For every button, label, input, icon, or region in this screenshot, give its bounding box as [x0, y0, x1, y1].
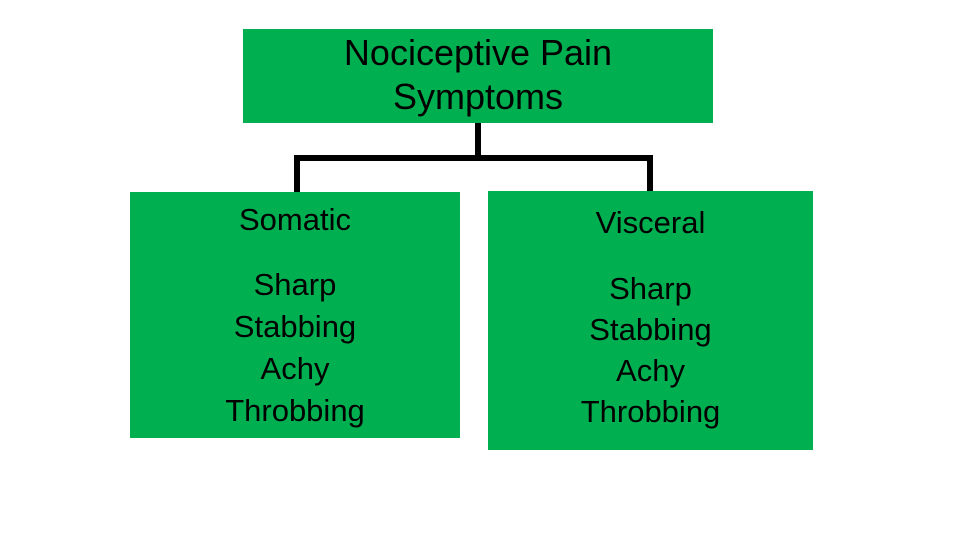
symptom-item: Achy	[616, 353, 685, 388]
child-node-visceral: Visceral Sharp Stabbing Achy Throbbing	[488, 191, 813, 450]
symptom-item: Stabbing	[589, 312, 712, 347]
symptom-item: Sharp	[253, 267, 337, 302]
connector-horizontal-bar	[294, 155, 653, 161]
visceral-title: Visceral	[595, 205, 706, 240]
symptom-item: Sharp	[609, 271, 692, 306]
somatic-symptom-list: Sharp Stabbing Achy Throbbing	[130, 264, 460, 432]
root-node-label: Nociceptive Pain Symptoms	[343, 32, 613, 117]
connector-root-vertical	[475, 123, 481, 157]
child-node-somatic: Somatic Sharp Stabbing Achy Throbbing	[130, 192, 460, 438]
somatic-title: Somatic	[239, 202, 351, 237]
symptom-item: Throbbing	[225, 393, 365, 428]
connector-visceral-vertical	[647, 158, 653, 191]
symptom-item: Achy	[260, 351, 330, 386]
connector-somatic-vertical	[294, 158, 300, 192]
root-node-nociceptive-pain-symptoms: Nociceptive Pain Symptoms	[243, 29, 713, 123]
visceral-symptom-list: Sharp Stabbing Achy Throbbing	[488, 268, 813, 432]
symptom-item: Throbbing	[580, 394, 721, 429]
symptom-item: Stabbing	[233, 309, 357, 344]
